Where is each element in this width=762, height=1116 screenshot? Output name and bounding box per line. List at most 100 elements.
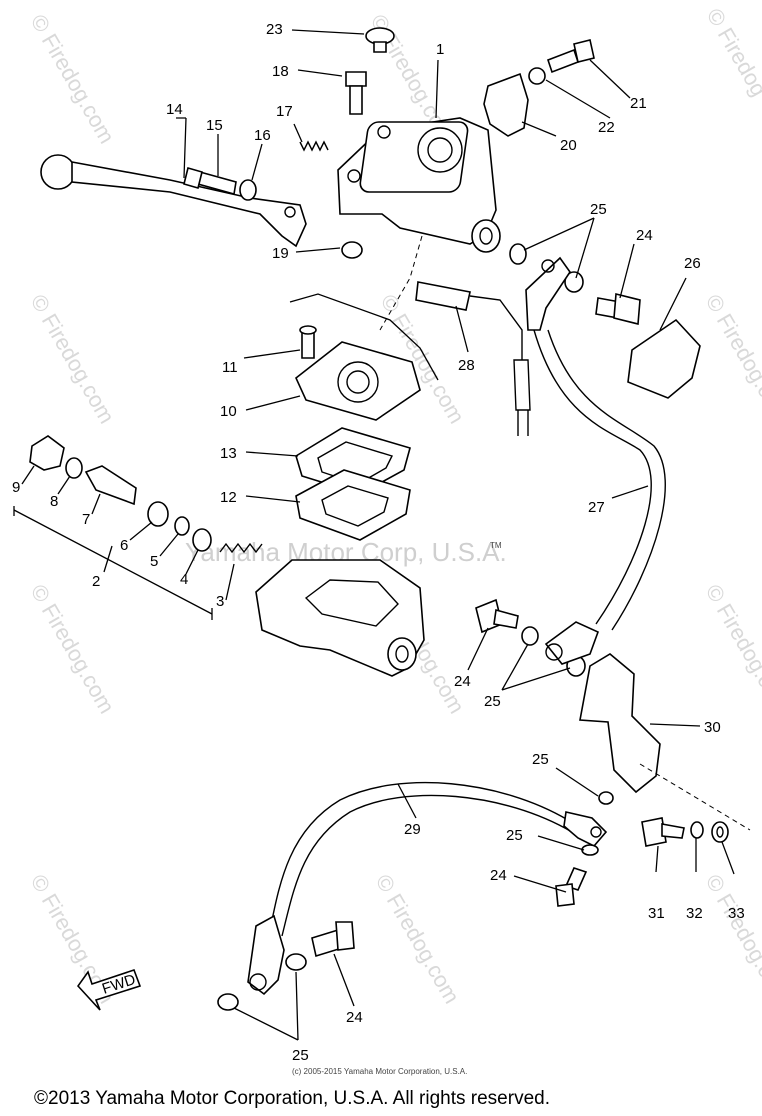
union-bottom <box>247 914 285 996</box>
label-19: 19 <box>272 245 289 262</box>
watermark-mid-4: © Firedog.com <box>371 870 465 1008</box>
bracket-30 <box>579 653 661 794</box>
nut-33 <box>711 821 729 843</box>
washer-25-top <box>509 243 584 293</box>
label-7: 7 <box>82 511 90 528</box>
label-20: 20 <box>560 137 577 154</box>
copyright-footer: ©2013 Yamaha Motor Corporation, U.S.A. A… <box>34 1088 550 1109</box>
bolt-24-bottom <box>311 921 355 958</box>
label-13: 13 <box>220 445 237 462</box>
label-27: 27 <box>588 499 605 516</box>
seal-8 <box>65 457 83 479</box>
cap-23 <box>365 27 395 53</box>
bolt-24-top <box>595 292 641 326</box>
label-15: 15 <box>206 117 223 134</box>
nut-16 <box>239 179 257 201</box>
collar-19 <box>341 241 363 259</box>
master-cylinder-1 <box>337 117 501 253</box>
watermark-corner: © Firedog <box>702 4 762 100</box>
bolt-21 <box>546 39 595 74</box>
plate-13 <box>295 427 411 495</box>
label-8: 8 <box>50 493 58 510</box>
bolt-24-low <box>555 867 588 907</box>
watermark-left-2: © Firedog.com <box>26 290 120 428</box>
label-24-c: 24 <box>490 867 507 884</box>
label-33: 33 <box>728 905 745 922</box>
label-10: 10 <box>220 403 237 420</box>
holder-20 <box>483 72 529 137</box>
label-14: 14 <box>166 101 183 118</box>
spring-17 <box>299 140 329 152</box>
assembly-arrow <box>379 235 423 331</box>
label-6: 6 <box>120 537 128 554</box>
hose-27 <box>533 329 666 631</box>
label-16: 16 <box>254 127 271 144</box>
washer-25-low1 <box>598 791 614 805</box>
small-copyright: (c) 2005-2015 Yamaha Motor Corporation, … <box>292 1067 467 1076</box>
label-24-b: 24 <box>454 673 471 690</box>
watermark-left-1: © Firedog.com <box>26 10 120 148</box>
washer-22 <box>528 67 546 85</box>
cup-6 <box>147 501 169 527</box>
cover-10 <box>295 341 421 421</box>
watermark-right-2: © Firedog.com <box>701 290 762 428</box>
diaphragm-12 <box>295 469 411 541</box>
screw-11 <box>299 325 317 359</box>
label-25-c: 25 <box>532 751 549 768</box>
washer-32 <box>690 821 704 839</box>
label-32: 32 <box>686 905 703 922</box>
label-3: 3 <box>216 593 224 610</box>
cup-4 <box>192 528 212 552</box>
cutaway-outline <box>289 293 439 381</box>
cap-26 <box>627 318 701 399</box>
kit-bracket-2 <box>13 506 213 620</box>
label-1: 1 <box>436 41 444 58</box>
label-2: 2 <box>92 573 100 590</box>
label-25-b: 25 <box>484 693 501 710</box>
label-30: 30 <box>704 719 721 736</box>
label-25-e: 25 <box>292 1047 309 1064</box>
watermark-right-4: © Firedog.com <box>701 870 762 1008</box>
boot-9 <box>29 435 65 471</box>
washer-5 <box>174 516 190 536</box>
bolt-24-mid <box>475 598 519 634</box>
part-labels: 1 2 3 4 5 6 7 8 9 10 11 12 13 14 15 16 1… <box>12 21 745 1064</box>
label-26: 26 <box>684 255 701 272</box>
watermark-left-3: © Firedog.com <box>26 580 120 718</box>
label-12: 12 <box>220 489 237 506</box>
watermark-tm: TM <box>490 541 502 550</box>
label-28: 28 <box>458 357 475 374</box>
label-29: 29 <box>404 821 421 838</box>
master-cylinder-body <box>255 559 425 677</box>
leader-lines <box>21 29 735 1041</box>
label-25-a: 25 <box>590 201 607 218</box>
union-low <box>563 811 608 847</box>
label-18: 18 <box>272 63 289 80</box>
union-mid <box>544 621 600 665</box>
spring-3 <box>219 542 263 554</box>
label-25-d: 25 <box>506 827 523 844</box>
bolt-31 <box>641 817 685 847</box>
label-5: 5 <box>150 553 158 570</box>
bolt-15 <box>183 167 237 196</box>
washer-25-low2 <box>581 844 599 856</box>
label-22: 22 <box>598 119 615 136</box>
hose-29 <box>269 781 573 937</box>
label-31: 31 <box>648 905 665 922</box>
label-11: 11 <box>222 359 238 376</box>
pin-18 <box>345 71 367 115</box>
label-21: 21 <box>630 95 647 112</box>
label-9: 9 <box>12 479 20 496</box>
watermark-right-3: © Firedog.com <box>701 580 762 718</box>
union-top <box>525 256 571 331</box>
label-24-d: 24 <box>346 1009 363 1026</box>
label-4: 4 <box>180 571 188 588</box>
label-17: 17 <box>276 103 293 120</box>
piston-7 <box>84 465 137 506</box>
label-23: 23 <box>266 21 283 38</box>
lever-14 <box>40 154 307 248</box>
bolt-axis-30 <box>639 763 751 831</box>
washers-25-bottom <box>217 953 307 1011</box>
label-24-a: 24 <box>636 227 653 244</box>
